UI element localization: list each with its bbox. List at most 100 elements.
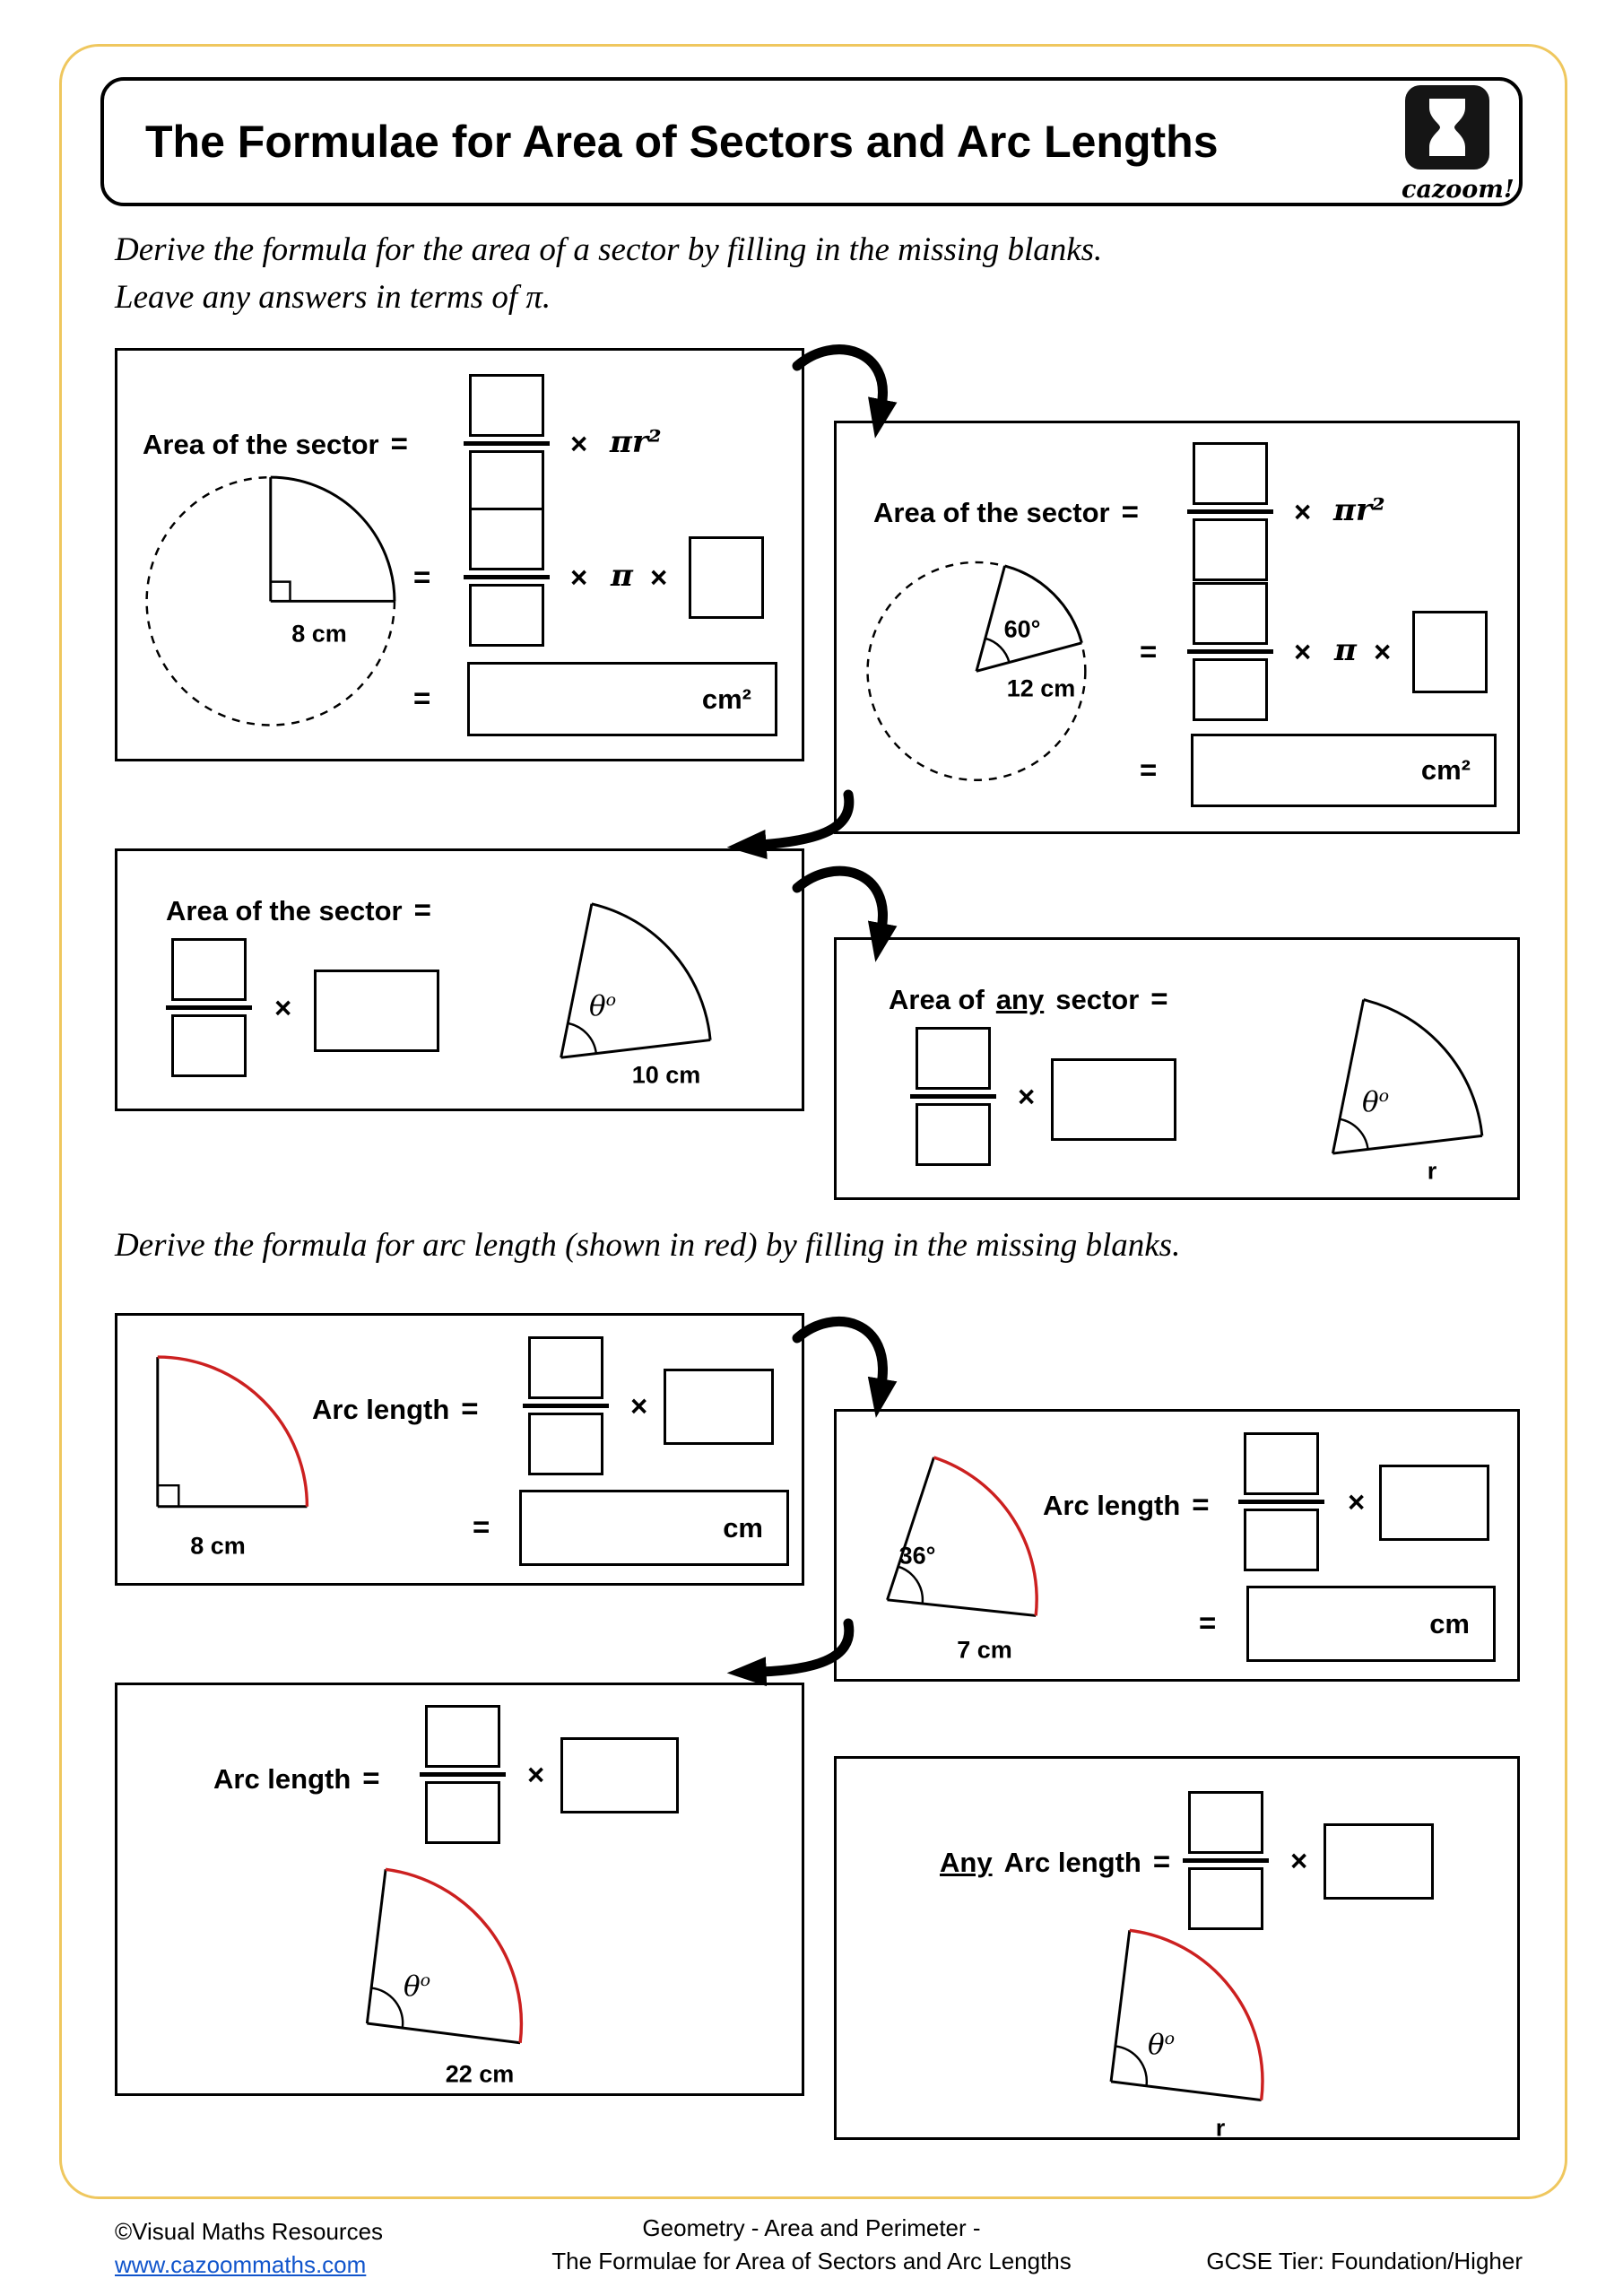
radius-line [560,903,594,1058]
arc-length-red [385,1867,524,2043]
pi-r-squared: πr² [610,424,662,460]
box8-label-row: Any Arc length = [940,1845,1170,1879]
radius-label: 7 cm [957,1636,1012,1664]
unit-label: cm [1429,1607,1470,1639]
theta-label: θo [1148,2029,1175,2061]
angle-arc-marker [897,1565,924,1604]
pi-symbol: π [1334,632,1357,668]
times-sign: × [274,991,292,1024]
sector-arc [591,902,712,1040]
denominator-blank [1193,658,1268,721]
equals-sign: = [1140,635,1158,668]
fraction-bar [910,1094,996,1099]
numerator-blank [1188,1791,1263,1854]
answer-blank [314,970,439,1052]
box4-label-pre: Area of [889,984,985,1015]
equals-sign: = [413,561,431,594]
any-arc-diagram [1109,1928,1264,2102]
sector-arc [1363,998,1484,1136]
numerator-blank [528,1336,603,1399]
unit-label: cm² [701,683,751,715]
worksheet-box-2: 60° 12 cm Area of the sector = × πr² = ×… [834,421,1520,834]
footer-website-link[interactable]: www.cazoommaths.com [115,2251,367,2278]
box7-label-row: Arc length = [213,1761,380,1796]
answer-blank [1324,1823,1434,1900]
answer-box-with-unit: cm [519,1490,789,1566]
cazoom-logo-icon [1405,85,1489,170]
worksheet-box-5: 8 cm Arc length = × = cm [115,1313,804,1586]
box1-label: Area of the sector [143,429,379,460]
fraction-bar [1183,1858,1269,1863]
footer-copyright: ©Visual Maths Resources [115,2218,384,2245]
theta-symbol: θ [403,1970,421,2004]
angle-arc-marker [1339,1118,1369,1150]
radius-label: 8 cm [190,1532,246,1560]
worksheet-box-3: θo 10 cm Area of the sector = × [115,848,804,1111]
denominator-blank [1193,518,1268,581]
denominator-blank [1244,1509,1319,1571]
denominator-blank [528,1413,603,1475]
radius-line [887,1598,1037,1617]
fraction-blank [1187,582,1273,721]
denominator-blank [1188,1867,1263,1930]
times-sign: × [1294,635,1312,668]
box6-label-row: Arc length = [1043,1488,1210,1522]
radius-label: 10 cm [631,1061,701,1089]
instruction-area-line1: Derive the formula for the area of a sec… [115,231,1103,268]
any-sector-diagram [1331,998,1484,1155]
box5-label: Arc length [312,1394,450,1425]
numerator-blank [469,374,544,437]
box4-label-row: Area of any sector = [889,982,1168,1016]
angle-label: 60° [1003,615,1041,643]
angle-arc-marker [1115,2045,1149,2086]
times-sign: × [1348,1485,1366,1518]
degree-sup: o [605,989,617,1010]
arc-length-red [933,1456,1038,1616]
footer-center-line2: The Formulae for Area of Sectors and Arc… [551,2248,1072,2274]
fraction-blank [420,1705,506,1844]
theta-label: θo [589,990,616,1022]
theta-label: θo [1362,1086,1389,1118]
numerator-blank [469,508,544,570]
brand-text: cazoom! [1402,176,1515,204]
box6-label: Arc length [1043,1490,1181,1521]
times-sign: × [630,1389,648,1422]
fraction-blank [910,1027,996,1166]
worksheet-box-4: θo r Area of any sector = × [834,937,1520,1200]
quarter-circle-diagram [145,475,396,726]
theta-symbol: θ [588,990,606,1023]
times-sign: × [1018,1080,1036,1113]
fraction-blank [1238,1432,1324,1571]
instruction-area: Derive the formula for the area of a sec… [115,226,1102,321]
answer-box-with-unit: cm [1246,1586,1496,1662]
fraction-blank [464,374,550,513]
numerator-blank [1244,1432,1319,1495]
radius-line [975,565,1006,672]
numerator-blank [171,938,247,1001]
equals-sign: = [413,682,431,715]
worksheet-box-7: θo 22 cm Arc length = × [115,1683,804,2096]
degree-sup: o [420,1970,431,1990]
instruction-arc-line: Derive the formula for arc length (shown… [115,1227,1181,1264]
sixty-degree-sector-diagram [866,561,1087,781]
page-title: The Formulae for Area of Sectors and Arc… [145,117,1219,167]
box4-label-post: sector [1055,984,1140,1015]
fraction-bar [166,1005,252,1010]
footer-center-line1: Geometry - Area and Perimeter - [642,2214,981,2241]
radius-label: r [1215,2114,1226,2142]
instruction-arc: Derive the formula for arc length (shown… [115,1222,1180,1269]
answer-blank [689,536,764,619]
degree-sup: o [1378,1085,1390,1106]
answer-box-with-unit: cm² [467,662,777,736]
answer-blank [560,1737,679,1813]
times-sign: × [650,561,668,594]
pi-r-squared: πr² [1333,492,1385,528]
fraction-bar [1187,509,1273,514]
cazoom-logo: cazoom! [1402,84,1515,204]
quarter-arc-diagram [156,1355,309,1509]
times-sign: × [570,427,588,460]
numerator-blank [425,1705,500,1768]
equals-sign: = [390,427,408,460]
box5-label-row: Arc length = [312,1392,479,1426]
